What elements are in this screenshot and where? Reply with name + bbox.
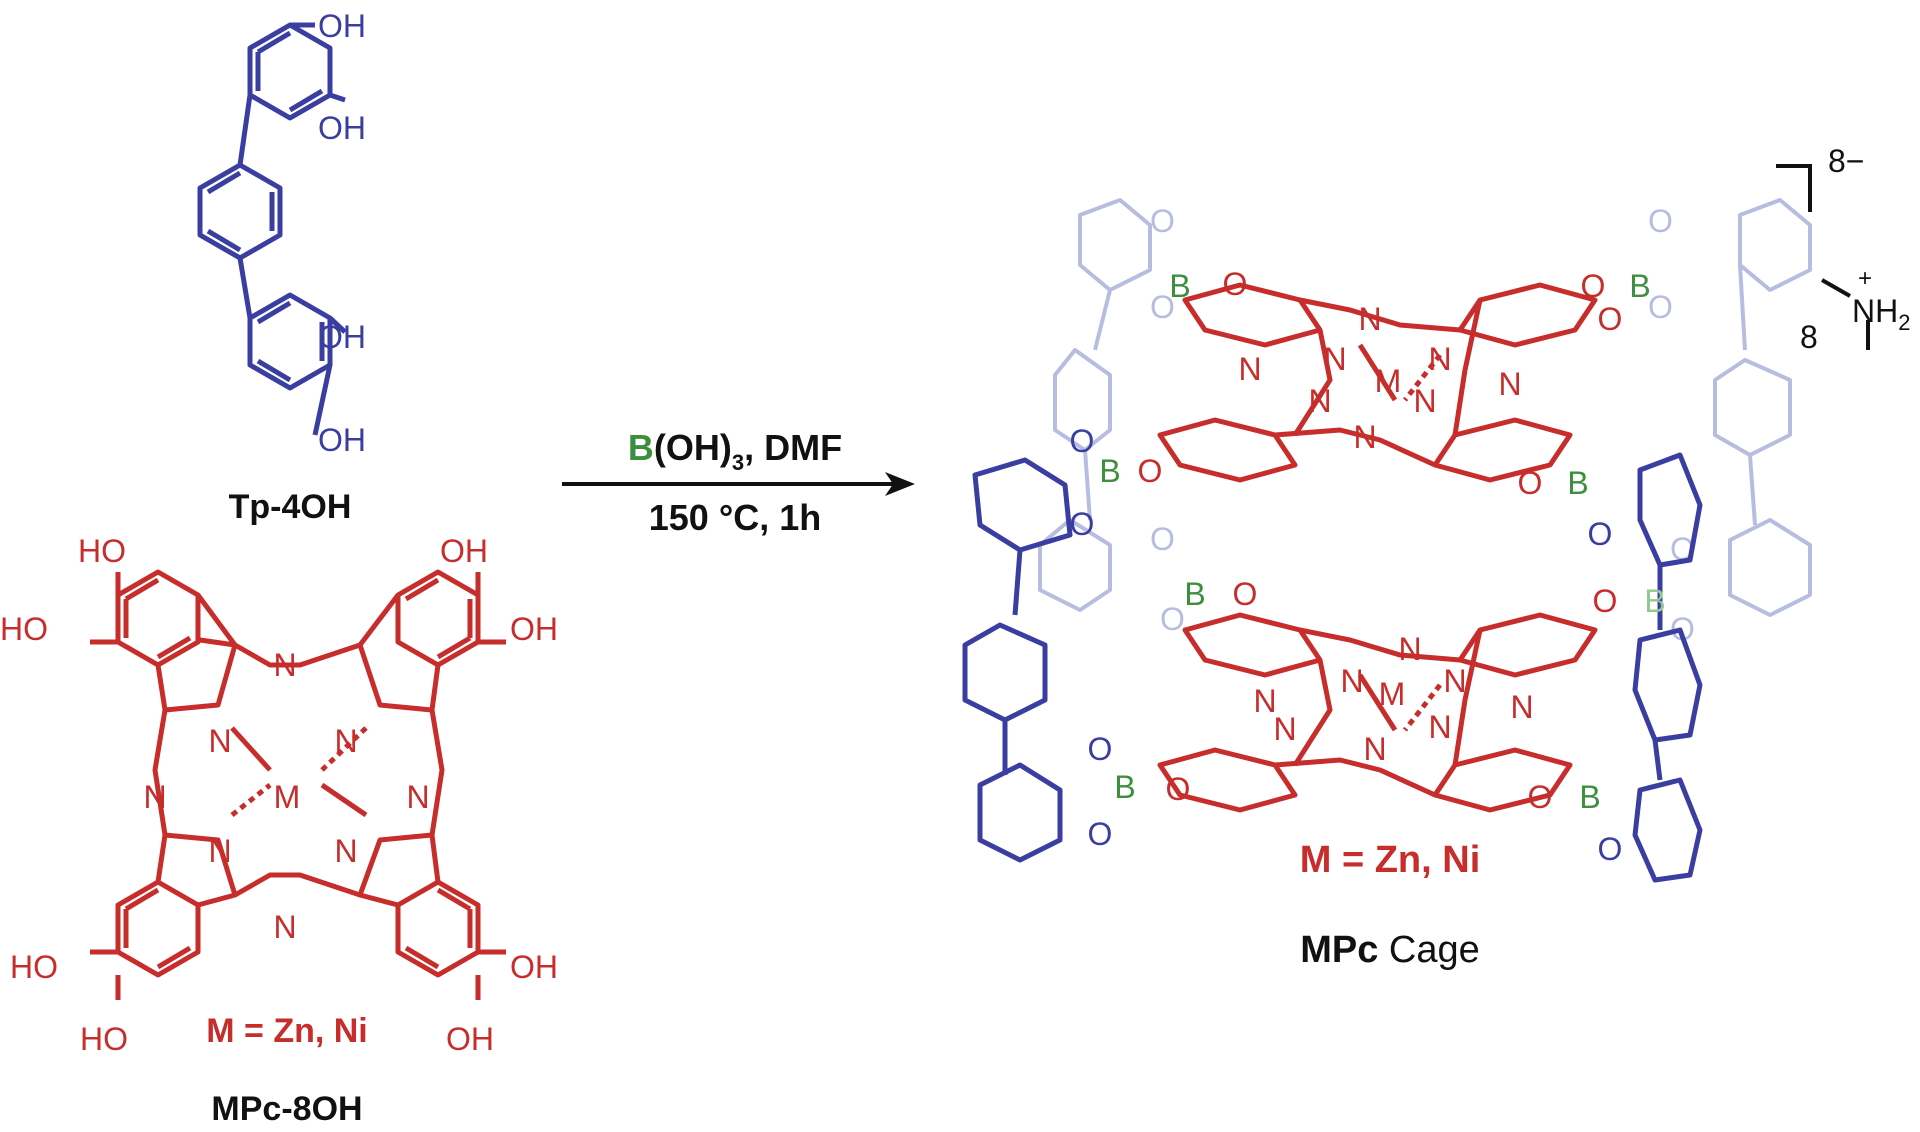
counter-ion: NH2 (1852, 293, 1910, 335)
cage-charge: 8− (1828, 143, 1864, 179)
reagent-boron: B (628, 427, 654, 468)
cage-o-8a: O (1528, 779, 1553, 815)
mpc8oh-oh-5: HO (10, 949, 58, 985)
cage-label-bold: MPc (1300, 929, 1378, 971)
cage-top-n-8: N (1353, 419, 1376, 455)
mpc8oh-n-8: N (273, 909, 296, 945)
cage-back-o-2: O (1150, 289, 1175, 325)
cage-bot-n-8: N (1363, 731, 1386, 767)
mpc8oh-oh-8: OH (446, 1021, 494, 1057)
reagent-oh: (OH) (654, 427, 732, 468)
mpc8oh-molecule (90, 569, 506, 1000)
reagent-line: B(OH)3, DMF (628, 427, 842, 475)
mpc8oh-oh-3: OH (440, 533, 488, 569)
mpc8oh-oh-7: OH (510, 949, 558, 985)
cage-back-o-1: O (1150, 203, 1175, 239)
mpc8oh-oh-6: HO (80, 1021, 128, 1057)
cage-bot-n-2: N (1253, 683, 1276, 719)
cage-back-o-4: O (1648, 289, 1673, 325)
tp4oh-oh-3: OH (318, 319, 366, 355)
mpc8oh-oh-4: OH (510, 611, 558, 647)
cage-top-n-1: N (1358, 301, 1381, 337)
mpc8oh-n-3: N (334, 723, 357, 759)
cage-o-4b: O (1588, 516, 1613, 552)
tp4oh-oh-2: OH (318, 110, 366, 146)
reaction-conditions: 150 °C, 1h (649, 497, 821, 538)
mpc8oh-n-6: N (208, 833, 231, 869)
cage-top-n-3: N (1323, 341, 1346, 377)
cage-b-1: B (1169, 268, 1190, 304)
cage-b-4: B (1567, 465, 1588, 501)
mpc8oh-n-1: N (273, 647, 296, 683)
mpc8oh-n-2: N (208, 723, 231, 759)
counter-ion-subscript: 2 (1898, 310, 1910, 335)
cage-atom-labels: N N N N N N N N M N N N N N N N N M B O … (1070, 266, 1666, 867)
mpc8oh-oh-2: HO (0, 611, 48, 647)
cage-front-linkers (962, 452, 1703, 883)
counter-ion-main: NH (1852, 293, 1898, 329)
cage-bot-n-4: N (1443, 663, 1466, 699)
cage-top-n-5: N (1498, 366, 1521, 402)
cage-bot-n-6: N (1273, 711, 1296, 747)
cage-top-metal: M (1375, 363, 1402, 399)
cage-back-o-6: O (1160, 601, 1185, 637)
cage-top-n-7: N (1413, 383, 1436, 419)
cage-o-3c: O (1138, 453, 1163, 489)
cage-bot-n-1: N (1398, 631, 1421, 667)
cage-bot-metal: M (1379, 676, 1406, 712)
mpc8oh-metal: M (274, 779, 301, 815)
cage-charge-bracket (1776, 164, 1870, 350)
counter-ion-plus: + (1858, 265, 1872, 292)
mpc8oh-n-5: N (406, 779, 429, 815)
cage-bot-n-7: N (1428, 709, 1451, 745)
cage-pc-layers (1157, 282, 1598, 813)
cage-back-o-5: O (1150, 521, 1175, 557)
mpc8oh-label: MPc-8OH (211, 1090, 362, 1128)
reaction-arrow (562, 472, 915, 496)
mpc8oh-n-7: N (334, 833, 357, 869)
cage-bot-n-3: N (1340, 663, 1363, 699)
cage-o-3a: O (1070, 423, 1095, 459)
cage-b-3: B (1099, 453, 1120, 489)
mpc8oh-metal-def: M = Zn, Ni (206, 1012, 368, 1050)
counter-ion-count: 8 (1800, 319, 1818, 355)
cage-b-8: B (1579, 779, 1600, 815)
cage-b-2: B (1629, 268, 1650, 304)
cage-b-6: B (1644, 583, 1665, 619)
cage-o-4a: O (1518, 465, 1543, 501)
mpc8oh-n-4: N (143, 779, 166, 815)
cage-label: MPc Cage (1300, 929, 1480, 971)
cage-bot-n-5: N (1510, 689, 1533, 725)
cage-metal-def: M = Zn, Ni (1300, 839, 1481, 881)
reagent-subscript: 3 (732, 450, 744, 475)
cage-o-8b: O (1598, 831, 1623, 867)
cage-back-o-3: O (1648, 203, 1673, 239)
cage-label-rest: Cage (1378, 929, 1479, 971)
mpc8oh-oh-1: HO (78, 533, 126, 569)
cage-b-7: B (1114, 769, 1135, 805)
cage-o-1a: O (1223, 266, 1248, 302)
cage-top-n-2: N (1238, 351, 1261, 387)
cage-o-2a: O (1581, 268, 1606, 304)
cage-top-n-4: N (1428, 341, 1451, 377)
cage-o-6a: O (1593, 583, 1618, 619)
tp4oh-label: Tp-4OH (229, 488, 352, 526)
cage-o-7b: O (1088, 816, 1113, 852)
reagent-solvent: , DMF (744, 427, 842, 468)
cage-o-3b: O (1070, 506, 1095, 542)
cage-o-5a: O (1233, 576, 1258, 612)
cage-o-7c: O (1166, 771, 1191, 807)
tp4oh-oh-4: OH (318, 422, 366, 458)
cage-b-5: B (1184, 576, 1205, 612)
cage-o-2b: O (1598, 301, 1623, 337)
tp4oh-molecule (197, 22, 347, 436)
tp4oh-oh-1: OH (318, 8, 366, 44)
cage-top-n-6: N (1308, 383, 1331, 419)
cage-o-7a: O (1088, 731, 1113, 767)
